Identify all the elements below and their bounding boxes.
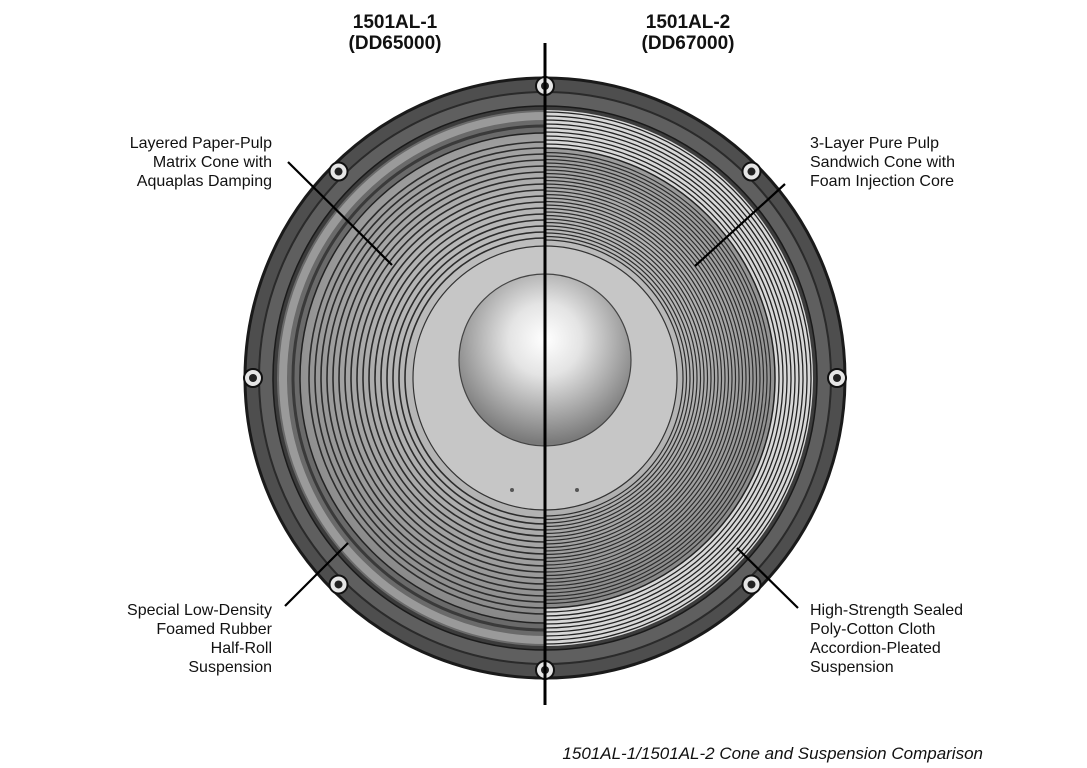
cone-ring	[545, 200, 723, 556]
cone-ring	[545, 162, 761, 594]
mounting-hole-center	[747, 167, 756, 176]
right-model-name: 1501AL-2	[645, 12, 731, 33]
callout-line: Aquaplas Damping	[136, 173, 272, 190]
cone-ring	[350, 183, 545, 573]
left-model-name: 1501AL-1	[352, 12, 438, 33]
cone-ring	[545, 183, 740, 573]
callout-left-bottom: Special Low-Density Foamed Rubber Half-R…	[40, 601, 272, 677]
callout-line: Layered Paper-Pulp	[129, 135, 272, 152]
mounting-hole-center	[334, 167, 343, 176]
cone-ring	[332, 165, 545, 591]
mounting-hole-center	[747, 580, 756, 589]
callout-line: High-Strength Sealed	[810, 602, 963, 619]
cone-ring	[326, 159, 545, 597]
callout-line: 3-Layer Pure Pulp	[810, 135, 939, 152]
right-part-number: (DD67000)	[641, 33, 735, 54]
leader-line-left-bottom	[284, 542, 349, 607]
cone-ring	[545, 176, 747, 580]
cone-ring	[545, 214, 709, 542]
left-part-number: (DD65000)	[348, 33, 442, 54]
cone-ring	[545, 211, 712, 545]
cone-ring	[545, 218, 705, 538]
surround-pleat	[545, 135, 788, 621]
callout-left-top: Layered Paper-Pulp Matrix Cone with Aqua…	[60, 134, 272, 191]
callout-line: Foam Injection Core	[810, 173, 955, 190]
cone-ring	[545, 204, 719, 552]
callout-line: Matrix Cone with	[152, 154, 272, 171]
figure-caption: 1501AL-1/1501AL-2 Cone and Suspension Co…	[562, 744, 983, 763]
surround-pleat	[545, 119, 804, 637]
cone-ring	[362, 195, 545, 561]
callout-line: Poly-Cotton Cloth	[810, 621, 936, 638]
cone-ring	[545, 165, 758, 591]
cone-ring	[545, 158, 765, 598]
cone-ring	[545, 228, 695, 528]
cone-ring	[404, 237, 545, 519]
cone-ring	[545, 221, 702, 535]
cone-ring	[320, 153, 545, 603]
cone-ring	[545, 190, 733, 566]
cone-ring	[545, 207, 716, 549]
surround-pleat	[545, 143, 780, 613]
cone-ring	[545, 193, 730, 563]
cone-ring	[545, 172, 751, 584]
surround-pleat	[545, 111, 812, 645]
cone-ring	[374, 207, 545, 549]
leader-line-right-bottom	[736, 547, 799, 609]
cone-ring	[308, 141, 545, 615]
leader-line-right-top	[694, 183, 786, 267]
cone-ring	[338, 171, 545, 585]
cone-ring	[545, 235, 688, 521]
mounting-hole-center	[833, 374, 841, 382]
cone-ring	[545, 169, 754, 587]
cone-ring	[380, 213, 545, 543]
callout-line: Accordion-Pleated	[810, 640, 941, 657]
surround-pleat	[545, 127, 796, 629]
cone-ring	[398, 231, 545, 525]
left-model-title: 1501AL-1 (DD65000)	[315, 12, 475, 54]
callout-line: Suspension	[810, 659, 894, 676]
cone-ring	[545, 232, 691, 524]
cone-ring	[314, 147, 545, 609]
cone-ring	[386, 219, 545, 537]
cone-ring	[545, 186, 737, 570]
mounting-hole-center	[334, 580, 343, 589]
surround-pleat	[545, 131, 792, 625]
callout-line: Suspension	[188, 659, 272, 676]
cone-ring	[545, 225, 698, 531]
surround-pleat	[545, 115, 808, 641]
callout-line: Half-Roll	[210, 640, 272, 657]
right-model-title: 1501AL-2 (DD67000)	[608, 12, 768, 54]
callout-right-bottom: High-Strength Sealed Poly-Cotton Cloth A…	[810, 601, 1050, 677]
surround-pleat	[545, 139, 784, 617]
callout-line: Sandwich Cone with	[810, 154, 955, 171]
cone-ring	[392, 225, 545, 531]
cone-ring	[545, 151, 772, 605]
leader-line-left-top	[287, 161, 393, 266]
cone-ring	[545, 239, 684, 517]
callout-line: Foamed Rubber	[156, 621, 272, 638]
cone-ring	[545, 179, 744, 577]
cone-ring	[344, 177, 545, 579]
cone-ring	[545, 197, 726, 559]
cone-ring	[356, 189, 545, 567]
cone-ring	[545, 155, 768, 601]
right-half-cone	[545, 110, 813, 646]
surround-pleat	[545, 123, 800, 633]
left-half-cone	[277, 110, 545, 646]
callout-line: Special Low-Density	[127, 602, 272, 619]
mounting-hole-center	[249, 374, 257, 382]
cone-ring	[368, 201, 545, 555]
callout-right-top: 3-Layer Pure Pulp Sandwich Cone with Foa…	[810, 134, 1050, 191]
